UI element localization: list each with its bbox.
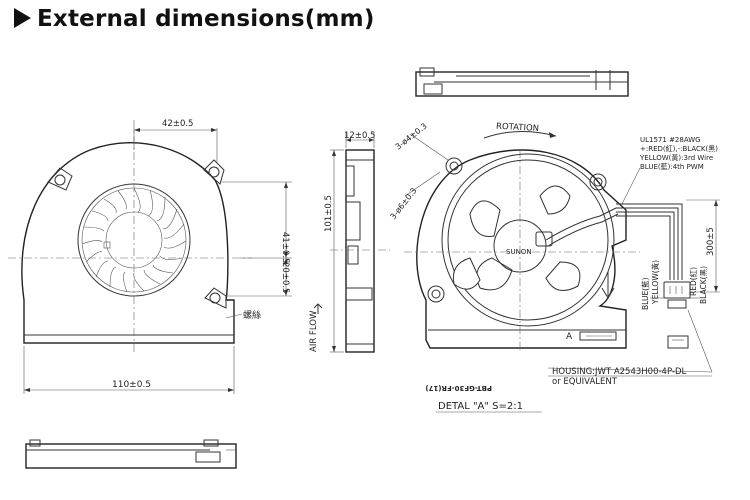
dim-41-label: 41±0.5 bbox=[280, 232, 290, 263]
page-title: External dimensions(mm) bbox=[14, 6, 375, 32]
wire-spec-line: BLUE(藍):4th PWM bbox=[640, 162, 704, 171]
hole-large-label: 3-ø6±0.3 bbox=[388, 186, 418, 221]
cable-length-label: 300±5 bbox=[706, 227, 716, 256]
air-flow-arrow-icon bbox=[313, 303, 323, 314]
wire-spec: UL1571 #28AWG +:RED(紅),-:BLACK(黑) YELLOW… bbox=[639, 136, 718, 171]
detail-label: DETAL "A" S=2:1 bbox=[438, 401, 523, 412]
dim-101-label: 101±0.5 bbox=[324, 195, 334, 232]
housing-alt-label: or EQUIVALENT bbox=[552, 377, 618, 387]
rotation-arrow-icon bbox=[483, 130, 557, 139]
dim-110-label: 110±0.5 bbox=[112, 380, 151, 390]
wire-color-labels: BLUE(藍) YELLOW(黃) RED(紅) BLACK(黑) bbox=[640, 260, 708, 310]
back-mounting-holes bbox=[427, 157, 607, 303]
wire-spec-line: UL1571 #28AWG bbox=[640, 136, 701, 144]
bottom-view-outline bbox=[25, 443, 237, 469]
air-flow-label: AIR FLOW bbox=[309, 310, 319, 352]
back-spokes bbox=[452, 185, 581, 291]
wire-leads bbox=[616, 203, 683, 280]
top-view-outline bbox=[415, 71, 629, 97]
airflow-down-arrow-icon bbox=[601, 272, 615, 299]
dim-42-label: 42±0.5 bbox=[162, 119, 193, 129]
dim-20-label: 20±0.5 bbox=[280, 262, 290, 293]
hole-small-label: 3-ø4±0.3 bbox=[394, 121, 429, 151]
connector bbox=[663, 281, 691, 299]
top-view bbox=[415, 67, 629, 97]
front-view: 42±0.5 41±0.5 20±0.5 螺絲 110±0.5 bbox=[8, 119, 292, 394]
back-view: ROTATION 3-ø4±0.3 3-ø6±0.3 SUNON bbox=[388, 121, 720, 413]
wire-spec-line: +:RED(紅),-:BLACK(黑) bbox=[640, 144, 718, 153]
wire-label-black: BLACK(黑) bbox=[699, 266, 708, 304]
side-view-outline bbox=[345, 149, 375, 353]
connector-end bbox=[667, 335, 689, 349]
side-view: 12±0.5 101±0.5 AIR FLOW bbox=[309, 131, 390, 353]
dim-12-label: 12±0.5 bbox=[344, 131, 375, 141]
triangle-bullet-icon bbox=[14, 8, 31, 28]
detail-marker: A bbox=[566, 332, 573, 342]
label-code: PBT-GF30-FR(17) bbox=[425, 384, 492, 392]
screw-label: 螺絲 bbox=[243, 309, 261, 321]
front-label-mark bbox=[103, 241, 111, 249]
mounting-ears bbox=[47, 159, 227, 309]
label-plate bbox=[579, 331, 617, 341]
wire-label-red: RED(紅) bbox=[688, 267, 698, 296]
bottom-view bbox=[25, 439, 237, 469]
wire-label-blue: BLUE(藍) bbox=[640, 277, 650, 310]
page-title-text: External dimensions(mm) bbox=[37, 6, 375, 32]
wire-label-yellow: YELLOW(黃) bbox=[650, 260, 660, 305]
back-outer-ring bbox=[441, 153, 615, 327]
back-housing-outline bbox=[416, 149, 627, 349]
housing-label: HOUSING:JWT A2543H00-4P-DL bbox=[552, 367, 687, 377]
front-housing-outline bbox=[21, 142, 235, 344]
impeller-blades bbox=[81, 187, 187, 293]
rotation-label: ROTATION bbox=[496, 122, 539, 134]
wire-spec-line: YELLOW(黃):3rd Wire bbox=[639, 153, 713, 162]
